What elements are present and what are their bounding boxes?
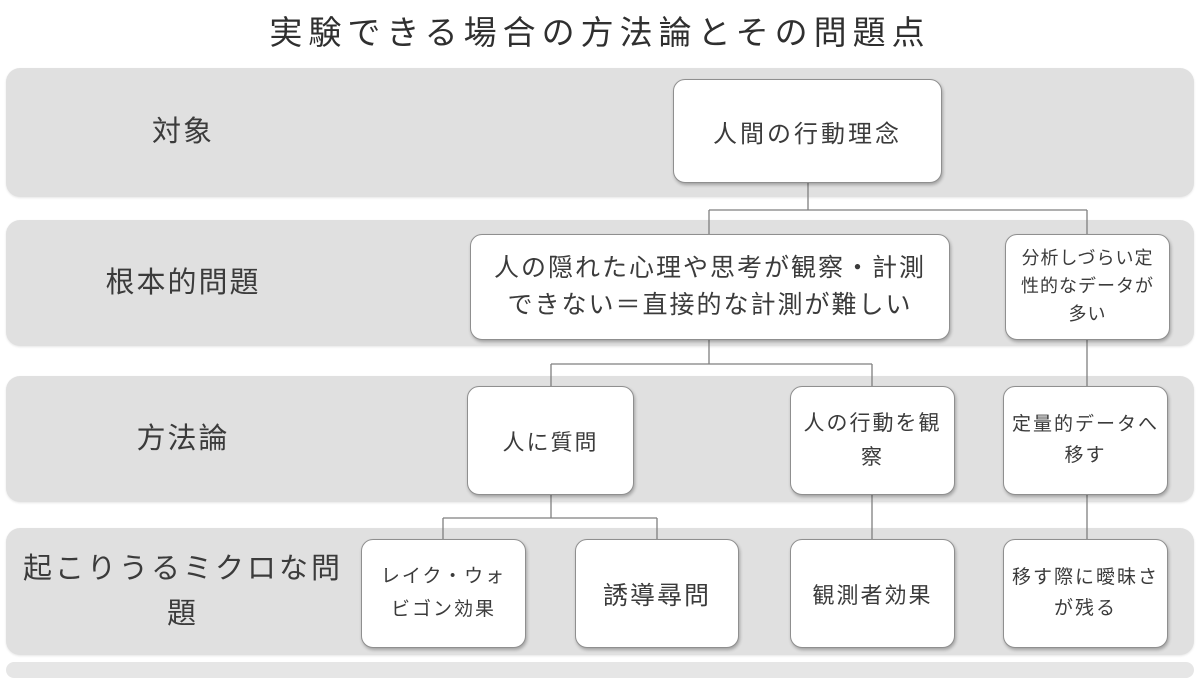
node-observer-effect: 観測者効果	[790, 539, 955, 648]
band-partial-bottom	[6, 662, 1194, 678]
node-to-quantitative-data: 定量的データへ 移す	[1003, 386, 1168, 495]
row-label-fundamental-problem: 根本的問題	[105, 266, 261, 299]
node-ambiguity-remains: 移す際に曖昧さ が残る	[1003, 539, 1168, 648]
node-observe-behavior: 人の行動を観 察	[790, 386, 955, 495]
row-band-target	[6, 68, 1194, 197]
row-label-micro-problems: 起こりうるミクロな問 題	[22, 552, 343, 630]
node-hidden-psychology: 人の隠れた心理や思考が観察・計測 できない＝直接的な計測が難しい	[470, 234, 950, 340]
node-qualitative-data: 分析しづらい定 性的なデータが 多い	[1005, 234, 1170, 340]
node-target: 人間の行動理念	[673, 79, 942, 183]
node-ask-people: 人に質問	[467, 386, 634, 495]
row-label-target: 対象	[151, 116, 214, 149]
node-lake-wobegon-effect: レイク・ウォ ビゴン効果	[361, 539, 526, 648]
row-label-methodology: 方法論	[136, 422, 230, 455]
node-leading-questions: 誘導尋問	[575, 539, 739, 648]
diagram-title: 実験できる場合の方法論とその問題点	[269, 14, 931, 51]
